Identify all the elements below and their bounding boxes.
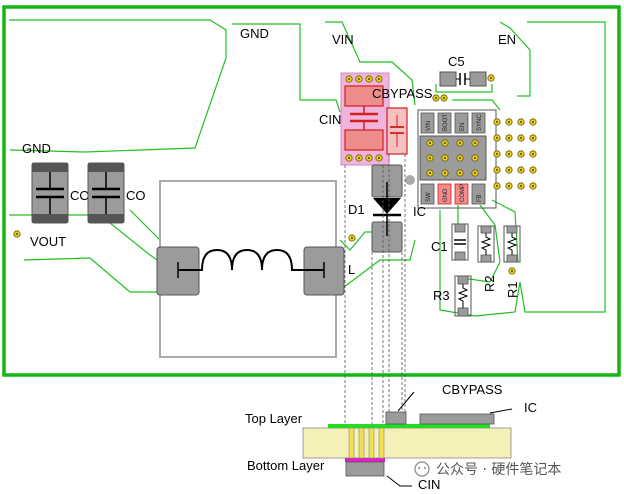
r1-label: R1 <box>505 281 520 298</box>
pcb-cross-section <box>302 411 512 477</box>
r2-label: R2 <box>482 275 497 292</box>
sw-via <box>348 234 356 242</box>
ic-pin-gnd: GND <box>443 188 449 202</box>
copper-pour-outlines <box>9 19 606 317</box>
cbypass-cross-section <box>385 411 407 425</box>
cin-pad-bottom <box>344 129 384 151</box>
c5-label: C5 <box>448 54 465 69</box>
cin-cross-section <box>345 461 385 477</box>
cin-bottom-label: CIN <box>418 477 440 492</box>
co-capacitor-2 <box>87 162 125 224</box>
cross-section-vias <box>348 427 385 459</box>
d1-diode-symbol <box>373 198 401 214</box>
cbypass-pad-outline <box>386 107 408 155</box>
inductor-coil-symbol <box>178 248 324 271</box>
c5-pad-left <box>439 71 457 87</box>
r3-label: R3 <box>433 288 450 303</box>
cbypass-leader <box>397 391 415 412</box>
gnd-left-label: GND <box>22 141 51 156</box>
vout-label: VOUT <box>30 234 66 249</box>
pcb-core <box>302 427 512 459</box>
ic-outline <box>417 109 497 209</box>
vin-label: VIN <box>332 32 354 47</box>
ic-pin-fb: FB <box>477 194 483 202</box>
ic-pins-top: VIN BOOT EN SYNC <box>420 112 486 134</box>
ic-pin-comp: COMP <box>460 184 466 202</box>
cbypass-bottom-label: CBYPASS <box>442 382 503 397</box>
bottom-layer-label: Bottom Layer <box>247 458 325 473</box>
cin-leader <box>386 475 412 487</box>
en-label: EN <box>498 32 516 47</box>
top-layer-copper <box>328 424 490 428</box>
d1-label: D1 <box>348 202 365 217</box>
ic-pin-sw: SW <box>426 192 432 202</box>
cin-top-label: CIN <box>319 112 341 127</box>
ic-pin-vin: VIN <box>426 121 432 131</box>
co-label-1: CO <box>70 188 90 203</box>
wechat-icon <box>414 461 430 477</box>
c1-label: C1 <box>431 239 448 254</box>
vout-via <box>13 230 21 238</box>
ic-bottom-label: IC <box>524 400 537 415</box>
gnd-top-label: GND <box>240 26 269 41</box>
top-layer-label: Top Layer <box>245 411 303 426</box>
projection-lines <box>344 154 406 458</box>
watermark: 公众号 · 硬件笔记本 <box>414 461 561 478</box>
c5-pad-right <box>469 71 487 87</box>
watermark-text: 公众号 · 硬件笔记本 <box>436 462 561 478</box>
ic-leader <box>489 408 513 414</box>
l-label: L <box>348 262 355 277</box>
ic-pin-en: EN <box>460 123 466 131</box>
co-capacitor-1 <box>31 162 69 224</box>
ic-pins-bottom: SW GND COMP FB <box>420 183 486 205</box>
ic-pin1-marker <box>405 175 415 185</box>
ic-pin-sync: SYNC <box>477 114 483 131</box>
ic-top-label: IC <box>413 204 426 219</box>
co-label-2: CO <box>126 188 146 203</box>
cbypass-top-label: CBYPASS <box>372 86 433 101</box>
ic-pin-boot: BOOT <box>443 114 449 131</box>
ic-cross-section <box>419 413 495 425</box>
bottom-layer-copper <box>345 458 385 462</box>
